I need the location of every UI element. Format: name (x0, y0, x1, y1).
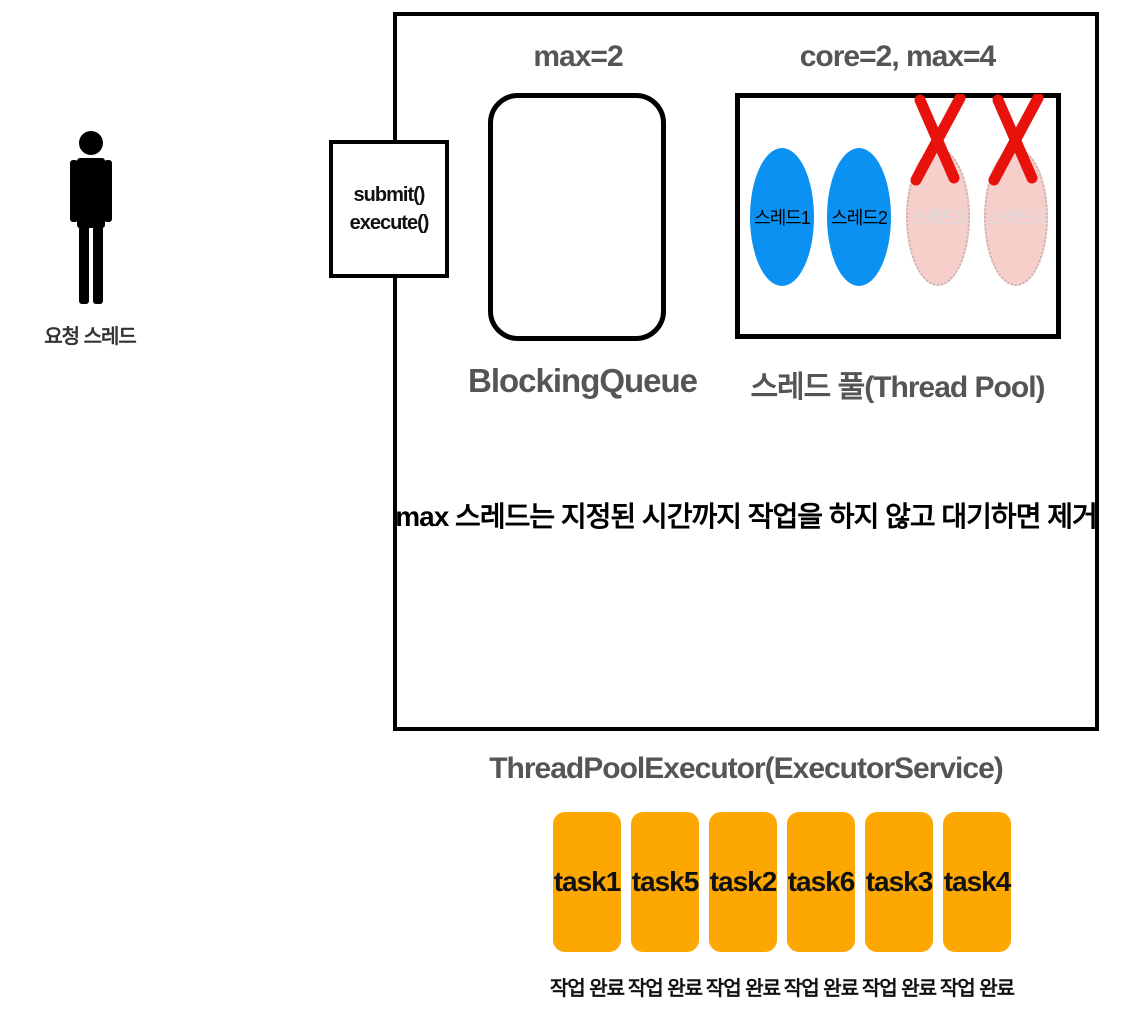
task-status: 작업 완료 (939, 978, 1015, 1000)
execute-method: execute() (349, 212, 430, 234)
remove-x-icon (910, 94, 966, 186)
requester-label: 요청 스레드 (44, 326, 137, 348)
remove-x-icon (988, 94, 1044, 186)
task-status: 작업 완료 (783, 978, 859, 1000)
note-text: max 스레드는 지정된 시간까지 작업을 하지 않고 대기하면 제거 (395, 501, 1098, 532)
person-icon (70, 131, 112, 304)
pool-config-label: core=2, max=4 (799, 40, 997, 73)
thread-label: 스레드2 (831, 208, 888, 228)
task-status: 작업 완료 (549, 978, 625, 1000)
thread-2: 스레드2 (827, 148, 891, 286)
thread-label: 스레드3 (910, 208, 967, 228)
thread-1: 스레드1 (750, 148, 814, 286)
submit-method: submit() (353, 184, 426, 206)
blocking-queue-box (488, 93, 666, 341)
submit-box: submit() execute() (329, 140, 449, 278)
blocking-queue-label: BlockingQueue (468, 362, 698, 399)
task-box: task6 (787, 812, 855, 952)
task-box: task1 (553, 812, 621, 952)
queue-max-label: max=2 (533, 40, 623, 73)
thread-pool-label: 스레드 풀(Thread Pool) (750, 371, 1045, 404)
task-status: 작업 완료 (705, 978, 781, 1000)
task-box: task3 (865, 812, 933, 952)
task-box: task4 (943, 812, 1011, 952)
task-status: 작업 완료 (861, 978, 937, 1000)
thread-3: 스레드3 (906, 148, 970, 286)
task-box: task5 (631, 812, 699, 952)
task-status: 작업 완료 (627, 978, 703, 1000)
task-box: task2 (709, 812, 777, 952)
executor-box (393, 12, 1099, 731)
executor-service-label: ThreadPoolExecutor(ExecutorService) (489, 752, 1004, 785)
thread-label: 스레드1 (754, 208, 811, 228)
thread-pool-box (735, 93, 1061, 339)
thread-label: 스레드4 (988, 208, 1045, 228)
